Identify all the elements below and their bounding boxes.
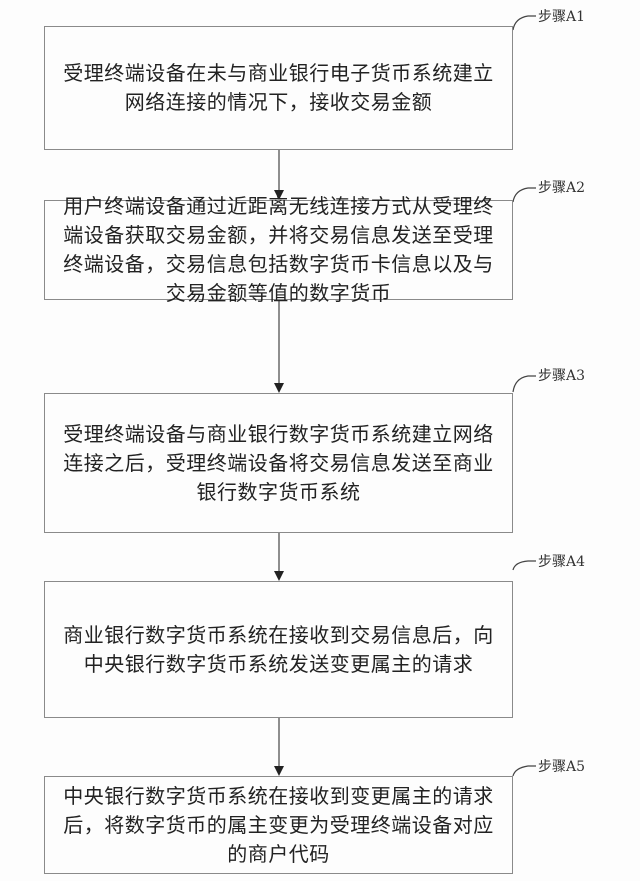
label-leader-2 (512, 187, 536, 203)
step-label-a1: 步骤A1 (538, 9, 586, 25)
step-box-a5: 中央银行数字货币系统在接收到变更属主的请求后，将数字货币的属主变更为受理终端设备… (44, 776, 513, 874)
step-text-a5: 中央银行数字货币系统在接收到变更属主的请求后，将数字货币的属主变更为受理终端设备… (63, 783, 494, 866)
label-leader-5 (512, 765, 536, 777)
arrowhead-4 (274, 571, 284, 581)
step-label-a2: 步骤A2 (538, 180, 586, 196)
step-box-a1: 受理终端设备在未与商业银行电子货币系统建立网络连接的情况下，接收交易金额 (44, 26, 513, 150)
step-box-a3: 受理终端设备与商业银行数字货币系统建立网络连接之后，受理终端设备将交易信息发送至… (44, 393, 513, 533)
arrowhead-3 (274, 383, 284, 393)
step-text-a2: 用户终端设备通过近距离无线连接方式从受理终端设备获取交易金额，并将交易信息发送至… (63, 194, 494, 305)
step-label-a4: 步骤A4 (538, 554, 586, 570)
label-leader-1 (512, 15, 536, 31)
step-label-a5: 步骤A5 (538, 759, 586, 775)
step-text-a4: 商业银行数字货币系统在接收到交易信息后，向中央银行数字货币系统发送变更属主的请求 (63, 622, 494, 676)
step-box-a4: 商业银行数字货币系统在接收到交易信息后，向中央银行数字货币系统发送变更属主的请求 (44, 581, 513, 718)
step-label-a3: 步骤A3 (538, 368, 586, 384)
step-box-a2: 用户终端设备通过近距离无线连接方式从受理终端设备获取交易金额，并将交易信息发送至… (44, 194, 513, 305)
arrowhead-5 (274, 766, 284, 776)
step-text-a3: 受理终端设备与商业银行数字货币系统建立网络连接之后，受理终端设备将交易信息发送至… (63, 421, 494, 504)
label-leader-3 (512, 375, 536, 393)
label-leader-4 (512, 560, 536, 571)
arrowhead-2 (274, 190, 284, 200)
step-text-a1: 受理终端设备在未与商业银行电子货币系统建立网络连接的情况下，接收交易金额 (63, 61, 494, 114)
